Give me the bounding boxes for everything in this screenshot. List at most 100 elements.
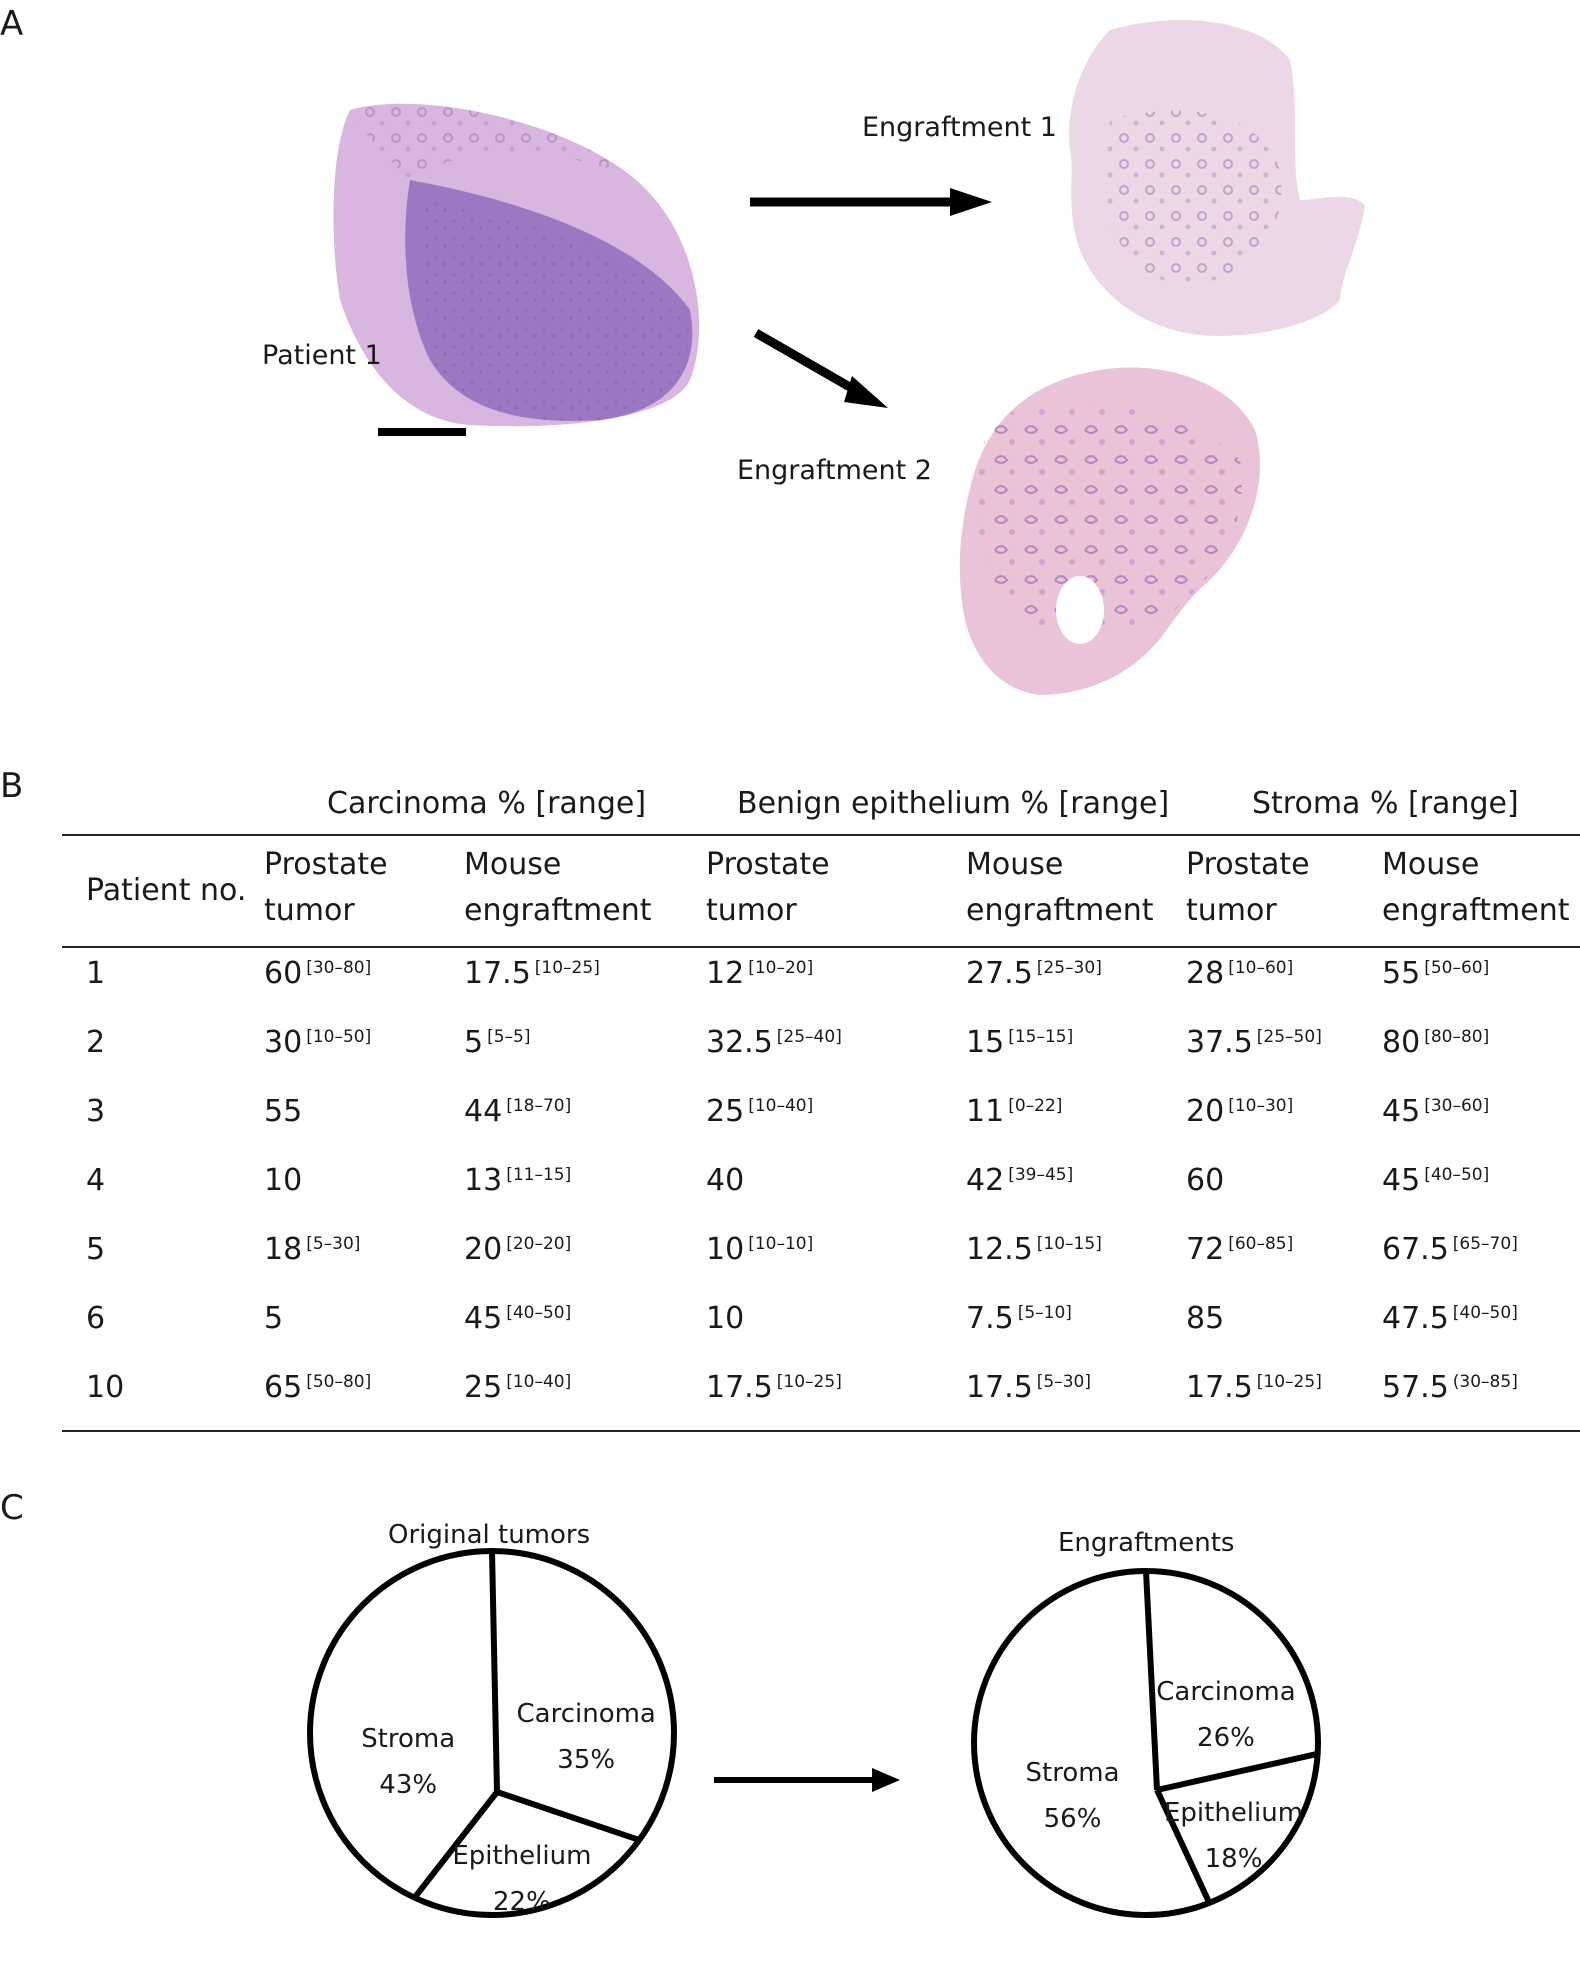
table-cell-value: 27.5[25–30] xyxy=(966,952,1102,996)
table-cell-value: 20[10–30] xyxy=(1186,1090,1293,1134)
pie-slice-value: 35% xyxy=(557,1744,616,1775)
cell-value: 44 xyxy=(464,1094,503,1129)
cell-value: 67.5 xyxy=(1382,1232,1449,1267)
subheader-carcinoma-prostate: Prostate tumor xyxy=(264,842,388,934)
engraftment-2-tissue-image xyxy=(959,367,1260,695)
subheader-line: engraftment xyxy=(464,893,652,928)
cell-range: [50–80] xyxy=(306,1372,372,1392)
table-cell-value: 25[10–40] xyxy=(706,1090,813,1134)
pie-slice-value: 22% xyxy=(492,1886,551,1917)
subheader-line: Prostate xyxy=(1186,847,1310,882)
cell-range: [25–40] xyxy=(776,1027,842,1047)
subheader-stroma-mouse: Mouse engraftment xyxy=(1382,842,1570,934)
panel-a-letter: A xyxy=(0,4,24,44)
pie-slice-boundary xyxy=(496,1789,641,1843)
cell-range: [25–30] xyxy=(1036,958,1102,978)
cell-value: 47.5 xyxy=(1382,1301,1449,1336)
table-cell-value: 45[30–60] xyxy=(1382,1090,1489,1134)
cell-value: 37.5 xyxy=(1186,1025,1253,1060)
table-cell-value: 13[11–15] xyxy=(464,1159,571,1203)
cell-value: 57.5 xyxy=(1382,1370,1449,1405)
cell-range: [50–60] xyxy=(1424,958,1490,978)
cell-range: [39–45] xyxy=(1008,1165,1074,1185)
cell-value: 10 xyxy=(706,1232,745,1267)
subheader-carcinoma-mouse: Mouse engraftment xyxy=(464,842,652,934)
table-cell-value: 30[10–50] xyxy=(264,1021,371,1065)
subheader-epithelium-prostate: Prostate tumor xyxy=(706,842,830,934)
cell-value: 55 xyxy=(264,1094,303,1129)
table-cell-value: 18[5–30] xyxy=(264,1228,360,1272)
cell-range: [0–22] xyxy=(1008,1096,1063,1116)
table-cell-value: 57.5(30–85] xyxy=(1382,1366,1518,1410)
cell-value: 12 xyxy=(706,956,745,991)
table-cell-value: 5 xyxy=(264,1297,283,1341)
subheader-line: tumor xyxy=(706,893,797,928)
cell-range: [10–40] xyxy=(506,1372,572,1392)
table-cell-patient: 5 xyxy=(86,1232,106,1267)
table-cell-value: 72[60–85] xyxy=(1186,1228,1293,1272)
pie-slice-value: 18% xyxy=(1204,1843,1263,1874)
cell-value: 20 xyxy=(1186,1094,1225,1129)
subheader-line: Prostate xyxy=(706,847,830,882)
cell-range: [10–25] xyxy=(534,958,600,978)
subheader-line: Mouse xyxy=(464,847,562,882)
group-header-benign-epithelium: Benign epithelium % [range] xyxy=(737,786,1170,821)
patient-1-label: Patient 1 xyxy=(262,340,382,371)
panel-b-letter: B xyxy=(0,766,24,806)
table-cell-value: 7.5[5–10] xyxy=(966,1297,1072,1341)
cell-value: 25 xyxy=(706,1094,745,1129)
cell-range: (30–85] xyxy=(1452,1372,1518,1392)
pie-slice-boundary xyxy=(1156,1750,1319,1793)
table-cell-value: 45[40–50] xyxy=(464,1297,571,1341)
group-header-stroma: Stroma % [range] xyxy=(1252,786,1519,821)
table-cell-patient: 1 xyxy=(86,956,106,991)
table-header-rule xyxy=(62,946,1580,948)
table-cell-value: 60[30–80] xyxy=(264,952,371,996)
cell-range: [40–50] xyxy=(1452,1303,1518,1323)
cell-value: 5 xyxy=(464,1025,484,1060)
table-cell-value: 85 xyxy=(1186,1297,1224,1341)
panel-a-figure xyxy=(333,20,1365,695)
cell-range: [11–15] xyxy=(506,1165,572,1185)
cell-range: [5–30] xyxy=(306,1234,361,1254)
pie-slice-label: Epithelium 22% xyxy=(442,1833,602,1925)
cell-value: 11 xyxy=(966,1094,1005,1129)
table-cell-value: 12.5[10–15] xyxy=(966,1228,1102,1272)
cell-range: [10–50] xyxy=(306,1027,372,1047)
pie-title-engraftments: Engraftments xyxy=(1058,1528,1235,1558)
table-cell-value: 17.5[10–25] xyxy=(464,952,600,996)
table-cell-value: 80[80–80] xyxy=(1382,1021,1489,1065)
cell-range: [60–85] xyxy=(1228,1234,1294,1254)
table-cell-value: 12[10–20] xyxy=(706,952,813,996)
cell-range: [30–60] xyxy=(1424,1096,1490,1116)
table-cell-value: 15[15–15] xyxy=(966,1021,1073,1065)
engraftment-1-tissue-image xyxy=(1069,20,1365,336)
subheader-line: Mouse xyxy=(966,847,1064,882)
cell-range: [30–80] xyxy=(306,958,372,978)
table-cell-value: 55 xyxy=(264,1090,302,1134)
cell-value: 45 xyxy=(1382,1163,1421,1198)
table-cell-value: 60 xyxy=(1186,1159,1224,1203)
cell-range: [40–50] xyxy=(1424,1165,1490,1185)
cell-value: 17.5 xyxy=(966,1370,1033,1405)
cell-value: 10 xyxy=(264,1163,303,1198)
scale-bar xyxy=(378,428,466,436)
cell-range: [10–25] xyxy=(1256,1372,1322,1392)
arrow-between-pies xyxy=(714,1768,900,1792)
table-cell-value: 45[40–50] xyxy=(1382,1159,1489,1203)
cell-value: 15 xyxy=(966,1025,1005,1060)
pie-slice-boundary xyxy=(489,1550,500,1793)
table-cell-value: 28[10–60] xyxy=(1186,952,1293,996)
cell-range: [10–10] xyxy=(748,1234,814,1254)
cell-value: 20 xyxy=(464,1232,503,1267)
pie-title-original: Original tumors xyxy=(388,1520,591,1550)
header-patient-no: Patient no. xyxy=(86,873,247,908)
pie-slice-value: 43% xyxy=(379,1770,438,1801)
cell-value: 60 xyxy=(1186,1163,1225,1198)
pie-slice-name: Epithelium xyxy=(452,1840,592,1871)
